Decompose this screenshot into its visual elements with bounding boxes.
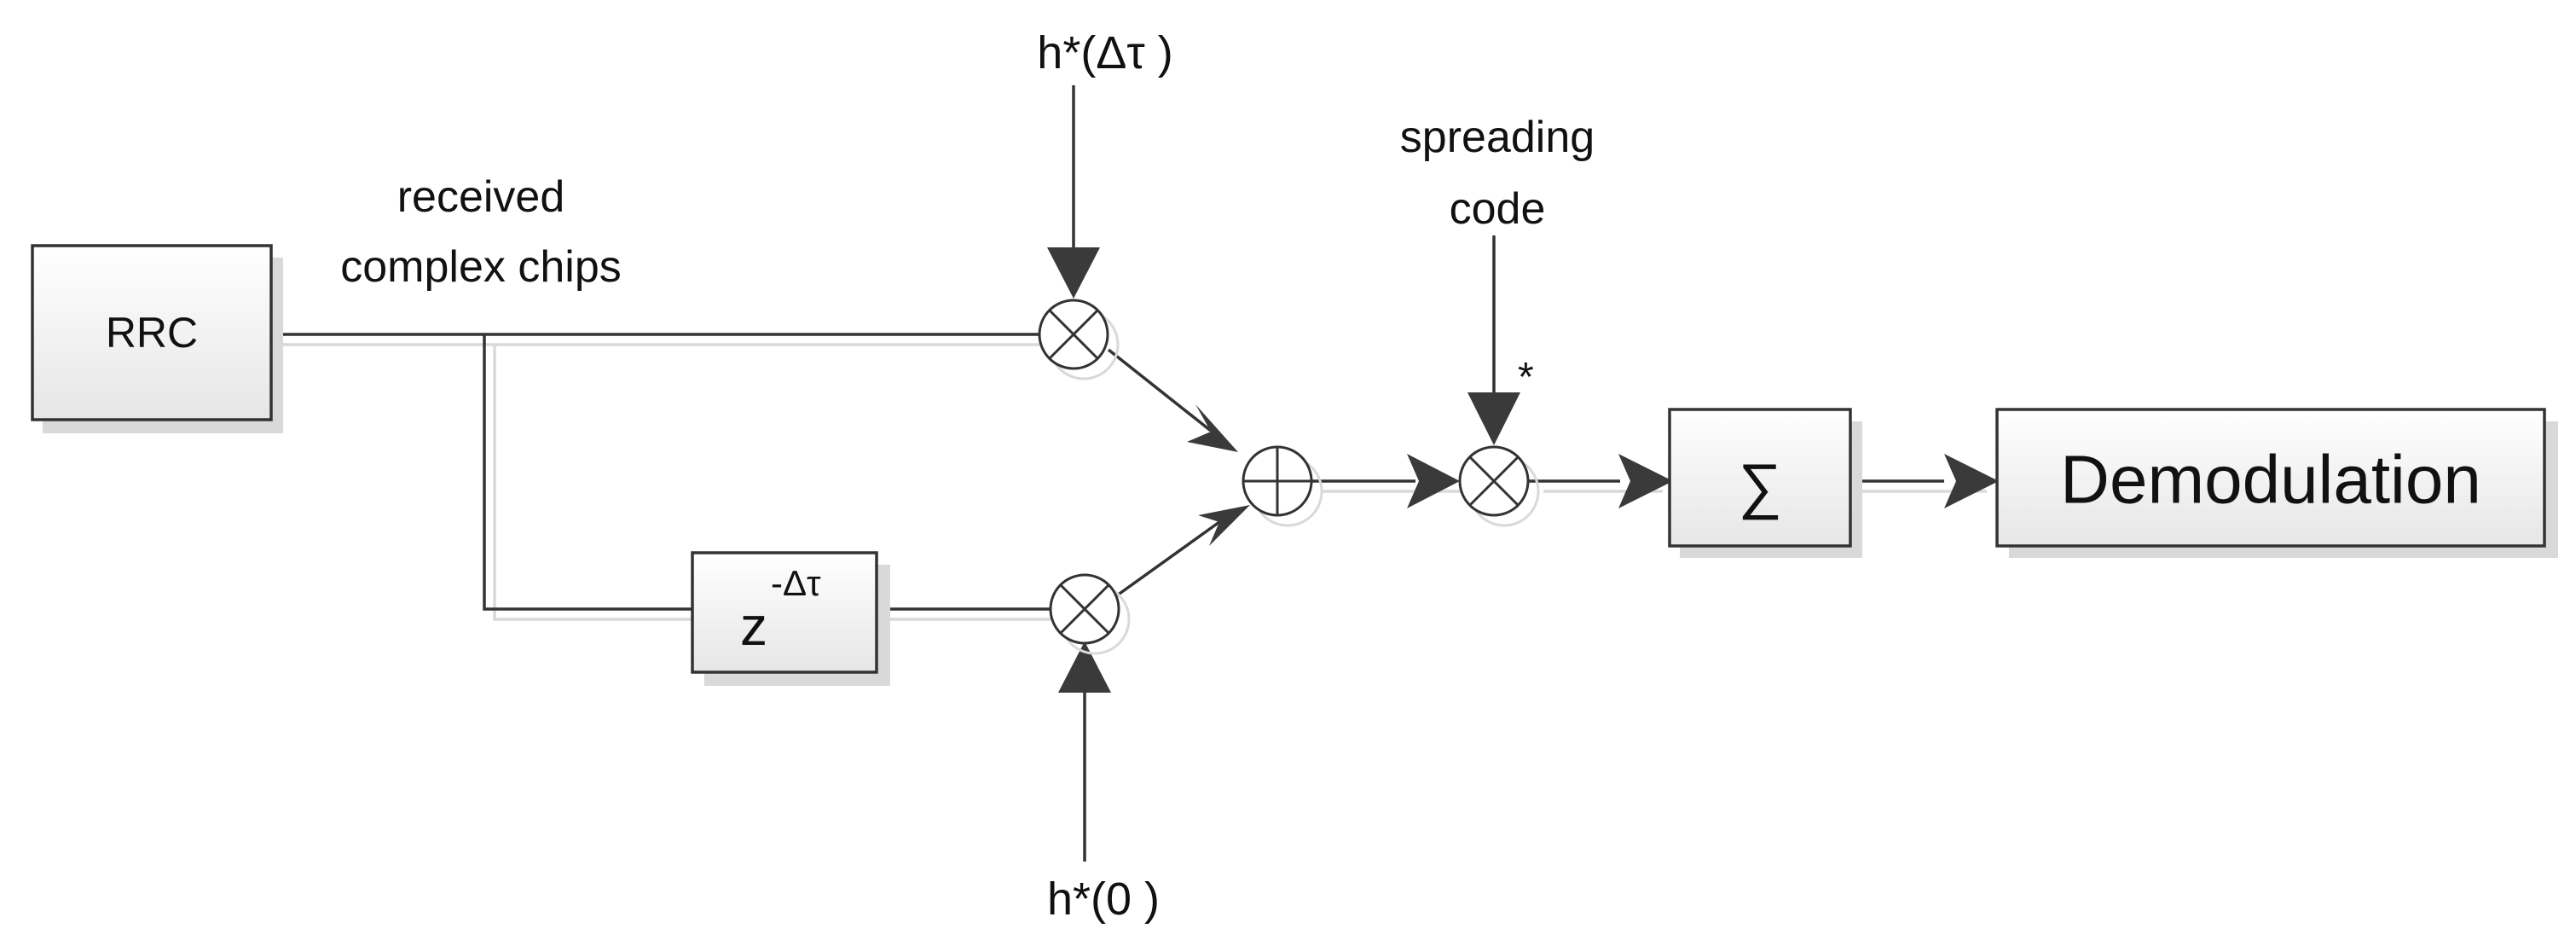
- spreading-label-line1: spreading: [1400, 113, 1595, 162]
- lower-multiplier: [1049, 573, 1131, 655]
- arrow-h-zero: [1058, 641, 1111, 693]
- text-labels: received complex chips h*(Δτ ) h*(0 ) sp…: [340, 27, 1595, 925]
- arrow-to-sum: [1618, 454, 1673, 508]
- upper-multiplier: [1038, 299, 1120, 380]
- svg-text:z: z: [740, 595, 767, 657]
- sum-block: ∑: [1668, 408, 1862, 558]
- wire-lower-mult-to-adder: [1115, 520, 1221, 597]
- wires: [271, 85, 1944, 862]
- arrowheads: [1047, 247, 1999, 693]
- arrow-spreading-code: [1467, 392, 1520, 445]
- received-label-line2: complex chips: [340, 242, 621, 292]
- delay-block: z -Δτ: [691, 551, 890, 686]
- arrow-upper-to-adder: [1187, 404, 1238, 452]
- received-label-line1: received: [397, 172, 565, 222]
- arrow-lower-to-adder: [1198, 505, 1250, 546]
- rrc-block: RRC: [31, 244, 283, 433]
- arrow-adder-to-spread: [1407, 454, 1460, 508]
- wire-upper-mult-to-adder: [1107, 348, 1213, 432]
- rrc-label: RRC: [106, 309, 198, 357]
- demodulation-label: Demodulation: [2060, 442, 2481, 518]
- delay-base: z: [740, 595, 767, 657]
- delay-exponent: -Δτ: [771, 563, 821, 603]
- arrow-h-delta: [1047, 247, 1100, 299]
- spreading-multiplier: [1458, 445, 1540, 527]
- demodulation-block: Demodulation: [1995, 408, 2558, 558]
- spreading-label-line2: code: [1450, 184, 1546, 234]
- sum-symbol: ∑: [1738, 452, 1781, 520]
- adder-node: [1242, 445, 1323, 527]
- h-delta-label: h*(Δτ ): [1037, 27, 1172, 78]
- wire-shadows: [281, 343, 1987, 621]
- conjugate-mark: *: [1518, 355, 1534, 400]
- wire-branch-to-delay: [483, 334, 692, 611]
- arrow-to-demod: [1944, 454, 1999, 508]
- h-zero-label: h*(0 ): [1047, 873, 1160, 925]
